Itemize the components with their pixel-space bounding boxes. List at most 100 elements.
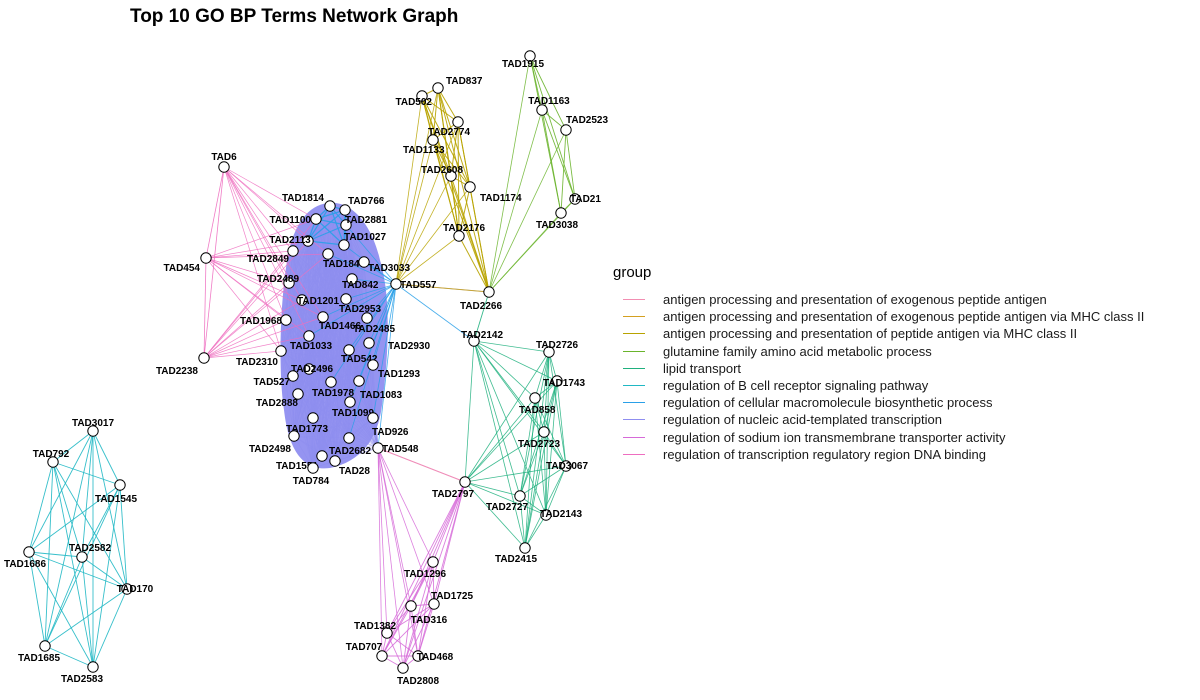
graph-node: TAD2953 (339, 293, 381, 315)
edge (366, 283, 397, 319)
edge (280, 316, 324, 352)
graph-node: TAD542 (341, 344, 378, 365)
edge (203, 350, 282, 359)
node-circle (283, 277, 295, 289)
edge (312, 316, 324, 419)
node-circle (376, 650, 388, 662)
legend-swatch (623, 316, 645, 318)
edge (548, 351, 567, 467)
edge (292, 375, 374, 419)
node-label: TAD2310 (236, 357, 278, 368)
edge (301, 299, 314, 469)
edge (327, 253, 350, 351)
node-circle (340, 219, 352, 231)
edge (395, 283, 475, 342)
edge (358, 380, 374, 419)
node-circle (560, 124, 572, 136)
node-circle (346, 273, 358, 285)
legend-label: lipid transport (663, 360, 742, 376)
edge (223, 166, 324, 318)
graph-node: TAD792 (33, 449, 70, 468)
node-label: TAD1296 (404, 569, 446, 580)
node-label: TAD2953 (339, 304, 381, 315)
edge (297, 393, 374, 419)
graph-node: TAD1545 (95, 479, 137, 505)
edge (488, 212, 562, 293)
node-circle (322, 248, 334, 260)
edge (402, 603, 435, 669)
edge (386, 632, 419, 657)
edge (223, 166, 282, 352)
node-circle (367, 412, 379, 424)
node-circle (303, 363, 315, 375)
edge (395, 235, 460, 285)
edge (358, 380, 379, 449)
edge (321, 316, 324, 457)
node-circle (367, 359, 379, 371)
node-circle (325, 376, 337, 388)
node-label: TAD2176 (443, 223, 485, 234)
edge (205, 166, 225, 259)
node-label: TAD1915 (502, 59, 544, 70)
edge (223, 166, 317, 220)
edge (52, 430, 94, 463)
node-circle (275, 345, 287, 357)
node-label: TAD707 (346, 642, 383, 653)
legend-label: regulation of sodium ion transmembrane t… (663, 429, 1006, 445)
edge (223, 166, 294, 252)
edge (534, 397, 567, 467)
node-label: TAD2726 (536, 340, 578, 351)
edge (457, 121, 460, 237)
edge (92, 588, 128, 668)
edge (395, 175, 452, 285)
graph-node: TAD2582 (69, 543, 111, 563)
edge (285, 253, 329, 321)
edge (529, 55, 567, 131)
edge (377, 447, 435, 605)
edge (223, 166, 309, 242)
node-circle (560, 460, 572, 472)
graph-node: TAD1382 (354, 621, 396, 639)
node-label: TAD548 (382, 444, 419, 455)
edge (288, 282, 295, 437)
node-label: TAD2415 (495, 554, 537, 565)
edge (312, 381, 332, 469)
edge (560, 129, 567, 214)
edge (372, 364, 379, 449)
node-circle (390, 278, 402, 290)
edge (386, 605, 412, 634)
edge (28, 551, 128, 590)
node-circle (468, 335, 480, 347)
node-label: TAD3033 (368, 263, 410, 274)
edge (308, 335, 332, 383)
graph-node: TAD707 (346, 642, 388, 662)
edge (308, 335, 350, 351)
node-circle (353, 375, 365, 387)
node-label: TAD1027 (344, 232, 386, 243)
edge (119, 484, 128, 590)
node-circle (316, 450, 328, 462)
node-label: TAD2849 (247, 254, 289, 265)
edge (223, 166, 290, 284)
edge (288, 282, 347, 300)
edge (205, 257, 324, 318)
node-label: TAD792 (33, 449, 70, 460)
legend-label: regulation of transcription regulatory r… (663, 446, 987, 462)
node-circle (23, 546, 35, 558)
graph-node: TAD1551 (276, 450, 328, 472)
node-label: TAD858 (519, 405, 556, 416)
node-circle (329, 455, 341, 467)
graph-node: TAD2583 (61, 661, 103, 685)
node-circle (296, 294, 308, 306)
graph-node: TAD502 (396, 90, 432, 108)
edge (519, 351, 550, 497)
edge (312, 316, 324, 469)
edge (322, 316, 350, 351)
legend-label: glutamine family amino acid metabolic pr… (663, 343, 932, 359)
edge (458, 235, 490, 293)
graph-node: TAD1163 (528, 96, 570, 116)
edge (381, 481, 466, 657)
node-label: TAD6 (211, 152, 237, 163)
graph-node: TAD548 (372, 442, 419, 455)
